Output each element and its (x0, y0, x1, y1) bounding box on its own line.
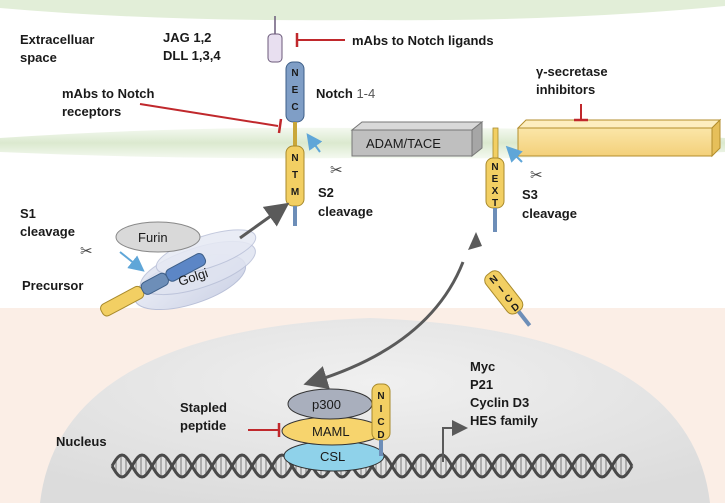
translocation-arrowhead (468, 232, 482, 250)
ntm-letter-0: N (291, 153, 298, 164)
ligand-mab-inhibitor (295, 33, 345, 47)
s2-label-line2: cleavage (318, 204, 373, 219)
target-gene-cyclin-d3: Cyclin D3 (470, 395, 529, 410)
ntm-letter-2: M (291, 187, 299, 198)
next-letter-1: E (492, 174, 499, 185)
notch-label: Notch 1-4 (316, 86, 375, 101)
furin (115, 221, 201, 253)
ntm-letter-1: T (292, 170, 298, 181)
translocation-arrow (303, 261, 465, 390)
next-letter-3: T (492, 198, 498, 209)
p300-label: p300 (312, 397, 341, 412)
furin-label: Furin (138, 230, 168, 245)
trafficking-arrow (239, 202, 290, 240)
s2-arrow (306, 133, 323, 153)
nucleus-label: Nucleus (56, 434, 107, 449)
s3-label-line1: S3 (522, 187, 538, 202)
top-membrane (0, 0, 725, 21)
target-gene-myc: Myc (470, 359, 495, 374)
stapled-label-line2: peptide (180, 418, 226, 433)
adam-tace-label: ADAM/TACE (366, 136, 441, 151)
s1-arrow (119, 251, 145, 272)
extracellular-label-line1: Extracelluar (20, 32, 94, 47)
target-gene-arrow (442, 420, 468, 462)
receptor-mab-label-line2: receptors (62, 104, 121, 119)
target-gene-hes-family: HES family (470, 413, 539, 428)
receptor-mab-inhibitor (139, 103, 283, 134)
released-nicd: N I C D (484, 270, 532, 327)
ligand-label-line1: JAG 1,2 (163, 30, 211, 45)
s1-label-line1: S1 (20, 206, 36, 221)
next-top (492, 127, 499, 159)
s1-scissors-icon: ✂ (80, 243, 93, 260)
maml-label: MAML (312, 424, 350, 439)
gamma-secretase-inhibitor (574, 104, 588, 122)
gamma-secretase-box (516, 118, 722, 158)
s1-label-line2: cleavage (20, 224, 75, 239)
s2-scissors-icon: ✂ (330, 162, 343, 179)
nec-letter-2: C (291, 102, 298, 113)
precursor-label: Precursor (22, 278, 83, 293)
csl-label: CSL (320, 449, 345, 464)
target-gene-p21: P21 (470, 377, 493, 392)
ligand-label-line2: DLL 1,3,4 (163, 48, 221, 63)
gamma-secretase-label-line1: γ-secretase (536, 64, 608, 79)
s2-label-line1: S2 (318, 185, 334, 200)
nicd-letter-3: D (377, 430, 384, 441)
nicd-letter-1: I (497, 284, 506, 295)
next-letter-0: N (491, 162, 498, 173)
extracellular-label-line2: space (20, 50, 57, 65)
ligand-mab-label: mAbs to Notch ligands (352, 33, 494, 48)
s3-scissors-icon: ✂ (530, 167, 543, 184)
nicd-letter-2: C (377, 417, 384, 428)
stapled-peptide-inhibitor (248, 423, 281, 437)
receptor-mab-label-line1: mAbs to Notch (62, 86, 155, 101)
next-letter-2: X (492, 186, 499, 197)
adam-tace-box (350, 120, 484, 158)
nec-letter-0: N (291, 68, 298, 79)
stapled-label-line1: Stapled (180, 400, 227, 415)
nicd-letter-0: N (377, 391, 384, 402)
s3-label-line2: cleavage (522, 206, 577, 221)
nec-letter-1: E (292, 85, 299, 96)
nicd-letter-1: I (380, 404, 383, 415)
notch-ligand (267, 16, 283, 63)
notch-precursor (100, 253, 207, 317)
gamma-secretase-label-line2: inhibitors (536, 82, 595, 97)
s3-arrow (505, 145, 523, 163)
